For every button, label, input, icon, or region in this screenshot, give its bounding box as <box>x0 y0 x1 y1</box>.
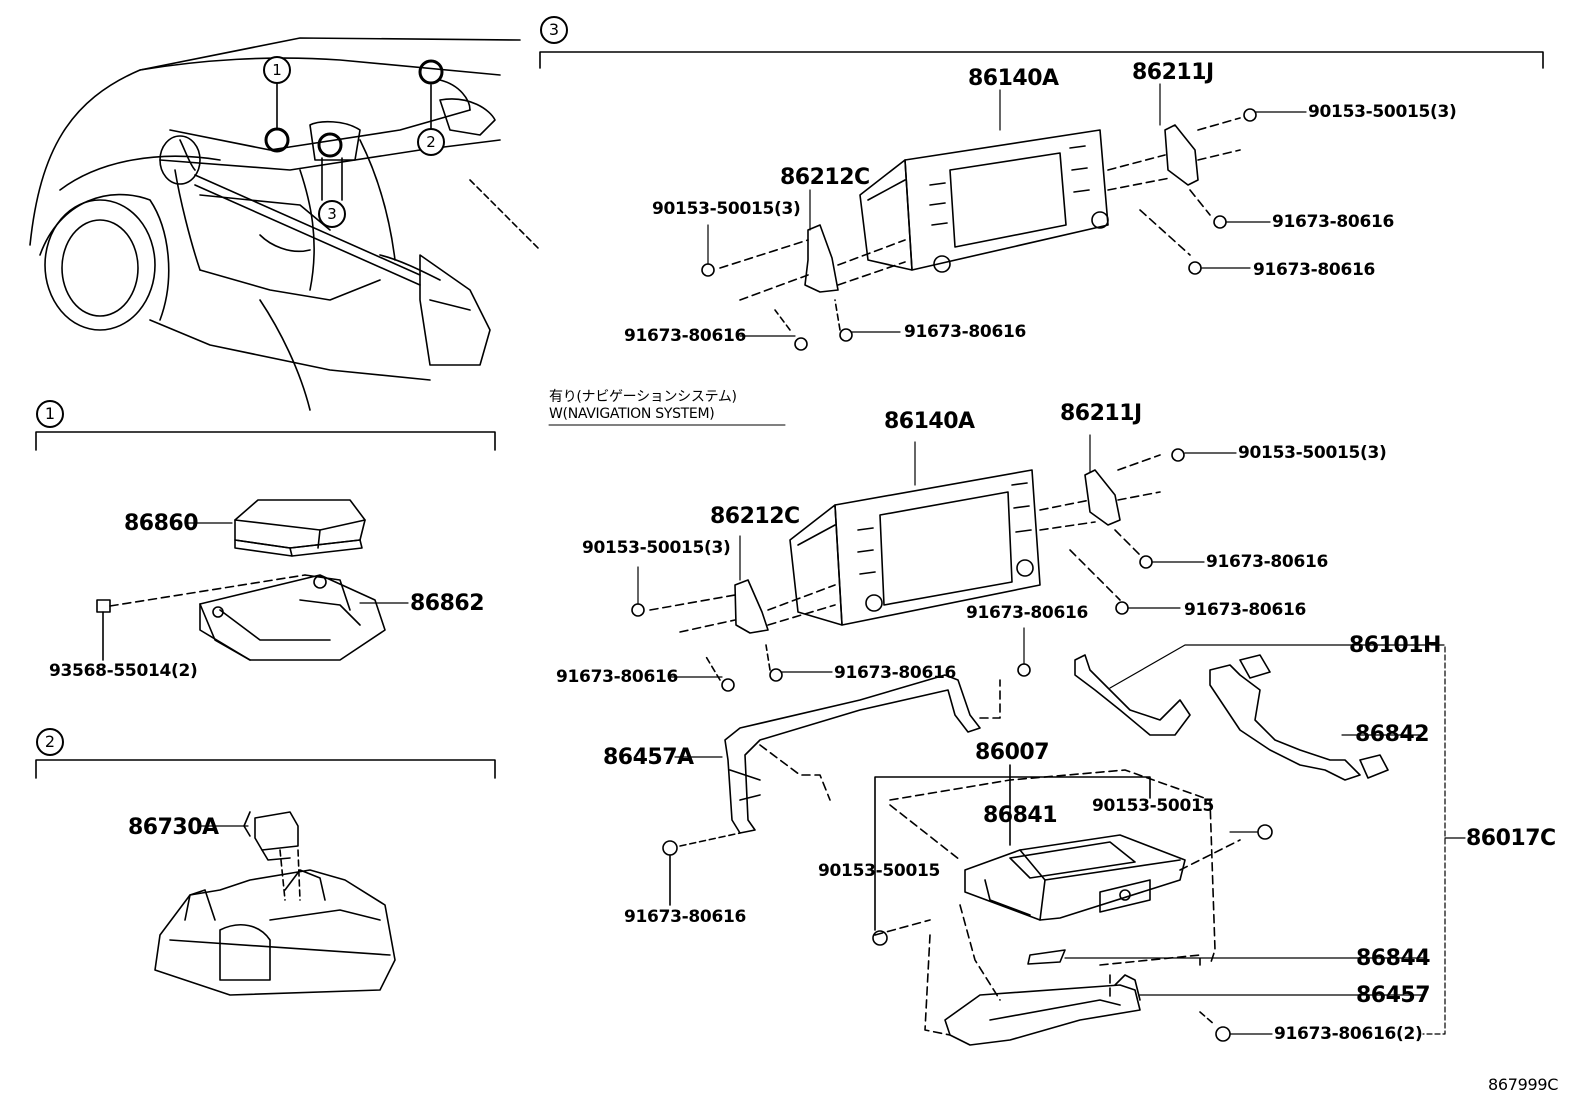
lower-bolt-90153-left[interactable]: 90153-50015(3) <box>582 538 731 558</box>
lower-leader-lines <box>637 434 1237 678</box>
screw-91673-left[interactable]: 91673-80616 <box>624 907 747 927</box>
section-1-number: 1 <box>36 400 64 428</box>
lower-screw-91673-bl[interactable]: 91673-80616 <box>556 667 679 687</box>
nav-note-en: W(NAVIGATION SYSTEM) <box>549 406 715 422</box>
lower-screw-91673-r1[interactable]: 91673-80616 <box>1206 552 1329 572</box>
part-86017C[interactable]: 86017C <box>1466 826 1556 851</box>
upper-screw-91673-bl[interactable]: 91673-80616 <box>624 326 747 346</box>
bolt-90153-mid-left[interactable]: 90153-50015 <box>818 861 941 881</box>
part-86841[interactable]: 86841 <box>983 803 1058 828</box>
part-86730A[interactable]: 86730A <box>128 815 219 840</box>
bolt-90153-mid-right[interactable]: 90153-50015 <box>1092 796 1215 816</box>
section-3-number: 3 <box>540 16 568 44</box>
airbag-sensor-assembly <box>96 499 386 661</box>
lower-display-assembly <box>631 448 1185 692</box>
receiver-leader-lines <box>674 644 1466 1035</box>
upper-part-86211J[interactable]: 86211J <box>1132 60 1214 85</box>
section-2-number: 2 <box>36 728 64 756</box>
part-86862[interactable]: 86862 <box>410 591 485 616</box>
navigation-receiver-assembly <box>662 654 1389 1046</box>
upper-bolt-90153-right[interactable]: 90153-50015(3) <box>1308 102 1457 122</box>
part-86842[interactable]: 86842 <box>1355 722 1430 747</box>
callout-3[interactable]: 3 <box>318 200 346 228</box>
upper-part-86212C[interactable]: 86212C <box>780 165 870 190</box>
part-86457A[interactable]: 86457A <box>603 745 694 770</box>
screw-91673-bottom-right[interactable]: 91673-80616(2) <box>1274 1024 1423 1044</box>
upper-leader-lines <box>707 83 1307 337</box>
upper-screw-91673-r2[interactable]: 91673-80616 <box>1253 260 1376 280</box>
part-86844[interactable]: 86844 <box>1356 946 1431 971</box>
nav-note-jp: 有り(ナビゲーションシステム) <box>549 389 737 405</box>
part-86860[interactable]: 86860 <box>124 511 199 536</box>
lower-part-86212C[interactable]: 86212C <box>710 504 800 529</box>
section-frames <box>35 51 1544 779</box>
diagram-reference: 867999C <box>1488 1075 1559 1094</box>
lower-screw-91673-top[interactable]: 91673-80616 <box>966 603 1089 623</box>
upper-display-assembly <box>701 108 1257 351</box>
part-93568-55014[interactable]: 93568-55014(2) <box>49 661 198 681</box>
upper-part-86140A[interactable]: 86140A <box>968 66 1059 91</box>
callout-1[interactable]: 1 <box>263 56 291 84</box>
upper-screw-91673-bm[interactable]: 91673-80616 <box>904 322 1027 342</box>
lower-screw-91673-bm[interactable]: 91673-80616 <box>834 663 957 683</box>
part-86101H[interactable]: 86101H <box>1349 633 1441 658</box>
airbag-leader-lines <box>186 522 409 604</box>
upper-screw-91673-r1[interactable]: 91673-80616 <box>1272 212 1395 232</box>
callout-2[interactable]: 2 <box>417 128 445 156</box>
lower-screw-91673-r2[interactable]: 91673-80616 <box>1184 600 1307 620</box>
part-86007[interactable]: 86007 <box>975 740 1050 765</box>
lower-part-86140A[interactable]: 86140A <box>884 409 975 434</box>
lower-bolt-90153-right[interactable]: 90153-50015(3) <box>1238 443 1387 463</box>
part-86457[interactable]: 86457 <box>1356 983 1431 1008</box>
microphone-console-assembly <box>154 811 396 996</box>
upper-bolt-90153-left[interactable]: 90153-50015(3) <box>652 199 801 219</box>
lower-part-86211J[interactable]: 86211J <box>1060 401 1142 426</box>
